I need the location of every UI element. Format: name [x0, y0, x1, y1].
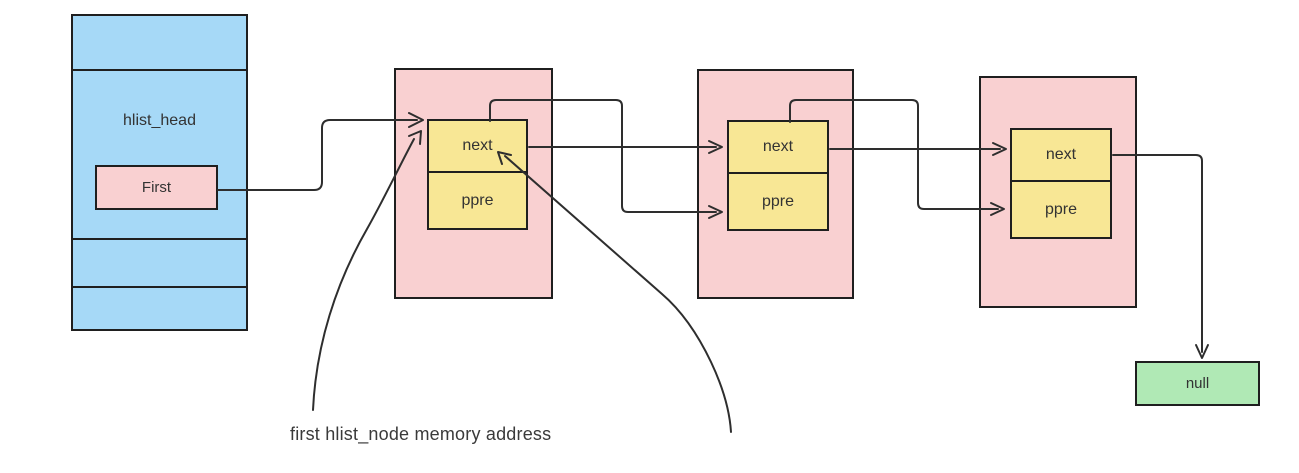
hlist-node-2: next ppre: [697, 69, 854, 299]
node3-ppre-cell: ppre: [1044, 200, 1078, 218]
head-row-divider: [73, 69, 246, 71]
node1-ppre-cell: ppre: [461, 191, 494, 209]
hlist-head-box: hlist_head First: [71, 14, 248, 331]
head-row-divider: [73, 238, 246, 240]
caption-first-node-address: first hlist_node memory address: [290, 424, 552, 444]
hlist-node-1: next ppre: [394, 68, 553, 299]
arrow-node1-next-to-node2-next: [528, 140, 723, 154]
first-pointer-box: First: [95, 165, 218, 210]
node3-next-cell: next: [1012, 130, 1110, 183]
arrow-first-to-node1: [217, 112, 424, 191]
node2-ppre-cell: ppre: [761, 192, 795, 210]
node2-next-cell: next: [729, 122, 827, 175]
null-box: null: [1135, 361, 1260, 406]
head-row-divider: [73, 286, 246, 288]
node2-fields: next ppre: [727, 120, 829, 231]
node1-next-cell: next: [429, 121, 526, 174]
hlist-head-label: hlist_head: [123, 112, 196, 129]
node1-fields: next ppre: [427, 119, 528, 230]
node3-fields: next ppre: [1010, 128, 1112, 239]
hlist-node-3: next ppre: [979, 76, 1137, 308]
